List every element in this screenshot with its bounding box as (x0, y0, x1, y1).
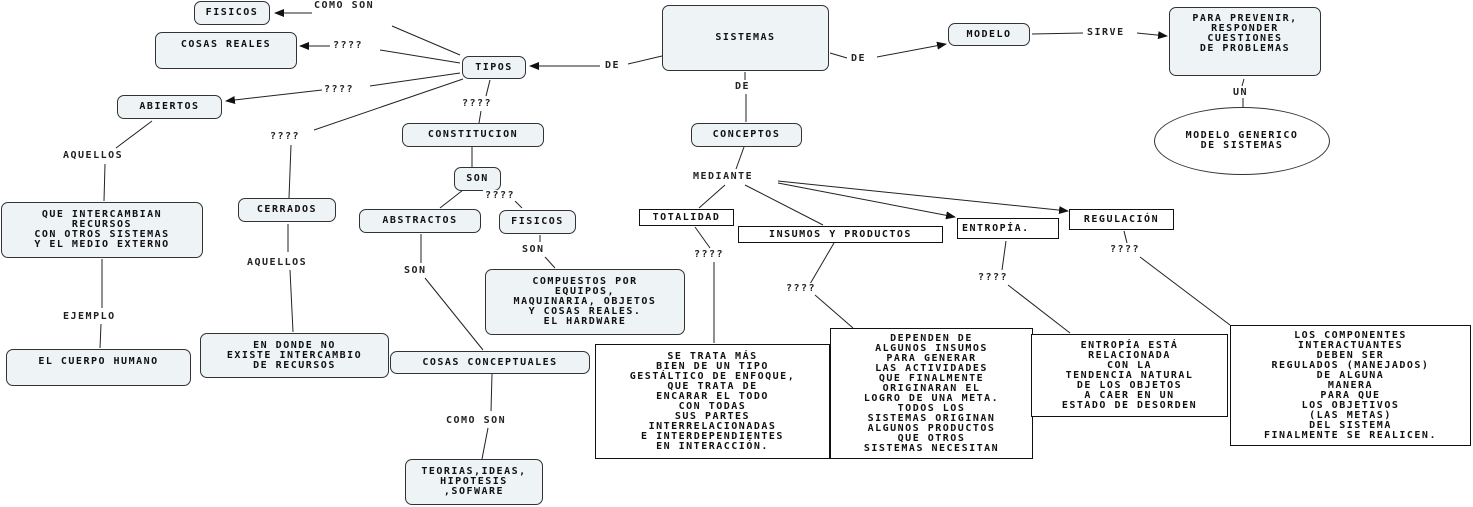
link-aquellos-desc2 (289, 269, 294, 333)
link-q2-abiertos (225, 89, 323, 104)
label-son-fisicos: SON (520, 244, 547, 255)
link-mediante-entropia (777, 182, 956, 220)
link-conceptos-mediante (735, 146, 745, 170)
label-un: UN (1231, 87, 1251, 98)
link-tipos-comoson (391, 25, 461, 56)
node-abiertos[interactable]: ABIERTOS (117, 95, 222, 119)
link-q-regdesc (1139, 256, 1231, 326)
label-como-son-fisicos: COMO SON (312, 0, 377, 11)
link-q3-cerrados (288, 144, 292, 199)
link-aquellos-desc (103, 163, 106, 202)
node-modelo[interactable]: MODELO (948, 23, 1030, 46)
node-regulacion-desc[interactable]: LOS COMPONENTES INTERACTUANTES DEBEN SER… (1230, 325, 1471, 446)
node-entropia-desc[interactable]: ENTROPÍA ESTÁ RELACIONADA CON LA TENDENC… (1031, 334, 1228, 417)
link-son-fisicosdesc (544, 256, 556, 269)
node-sistemas[interactable]: SISTEMAS (662, 5, 829, 71)
link-mediante-totalidad (698, 184, 726, 209)
link-insumos-q (809, 242, 835, 285)
node-insumos[interactable]: INSUMOS Y PRODUCTOS (738, 226, 943, 243)
link-totalidad-q (694, 226, 711, 249)
label-q-fisicos: ???? (483, 190, 518, 201)
label-de-modelo: DE (849, 53, 869, 64)
label-q-cerrados: ???? (268, 131, 303, 142)
node-cuerpo-humano[interactable]: EL CUERPO HUMANO (6, 349, 191, 386)
label-q-constitucion: ???? (460, 98, 495, 109)
link-ejemplo-cuerpo (99, 323, 102, 349)
link-modelo-sirve (1031, 32, 1084, 35)
link-son-abstractos (439, 189, 464, 209)
node-conceptos[interactable]: CONCEPTOS (691, 123, 802, 147)
label-de-conceptos: DE (733, 81, 753, 92)
node-cerrados-desc[interactable]: EN DONDE NO EXISTE INTERCAMBIO DE RECURS… (200, 333, 389, 378)
node-prevenir[interactable]: PARA PREVENIR, RESPONDER CUESTIONES DE P… (1169, 7, 1321, 76)
link-q-fisicos (514, 200, 523, 209)
node-totalidad[interactable]: TOTALIDAD (639, 209, 734, 226)
node-fisicos[interactable]: FISICOS (499, 210, 576, 234)
link-comoson-teorias (481, 427, 489, 460)
label-q-entropia: ???? (976, 272, 1011, 283)
link-tipos-q3 (313, 78, 464, 131)
link-mediante-insumos (744, 184, 824, 226)
link-tipos-q4 (485, 79, 491, 97)
node-tipos[interactable]: TIPOS (462, 56, 526, 79)
node-cosas-reales[interactable]: COSAS REALES (155, 32, 297, 69)
label-mediante: MEDIANTE (691, 171, 756, 182)
link-regulacion-q (1123, 230, 1128, 244)
label-aquellos-cerrados: AQUELLOS (245, 257, 310, 268)
label-sirve: SIRVE (1085, 27, 1127, 38)
label-q-cosas-reales: ???? (331, 40, 366, 51)
node-fisicos-top[interactable]: FISICOS (194, 1, 270, 25)
node-modelo-generico[interactable]: MODELO GENERICO DE SISTEMAS (1154, 107, 1330, 175)
link-tipos-q2 (369, 72, 461, 87)
link-q4-constitucion (478, 110, 482, 124)
link-sistemas-de3 (829, 52, 848, 59)
link-abiertos-aquellos (115, 120, 153, 149)
label-q-regulacion: ???? (1108, 244, 1143, 255)
label-son-abstractos: SON (402, 265, 429, 276)
link-sirve-prevenir (1136, 31, 1168, 40)
node-totalidad-desc[interactable]: SE TRATA MÁS BIEN DE UN TIPO GESTÁLTICO … (595, 344, 830, 459)
label-q-insumos: ???? (784, 283, 819, 294)
node-son[interactable]: SON (454, 167, 501, 191)
label-q-totalidad: ???? (692, 249, 727, 260)
link-q-entdesc (1007, 284, 1071, 334)
link-son-conceptuales (424, 277, 484, 351)
node-cerrados[interactable]: CERRADOS (238, 198, 336, 222)
link-entropia-q (1001, 240, 1007, 271)
node-teorias[interactable]: TEORIAS,IDEAS, HIPOTESIS ,SOFWARE (405, 459, 543, 505)
node-insumos-desc[interactable]: DEPENDEN DE ALGUNOS INSUMOS PARA GENERAR… (830, 328, 1033, 459)
node-entropia[interactable]: ENTROPÍA. (957, 218, 1059, 239)
label-como-son-conceptuales: COMO SON (444, 415, 509, 426)
link-de3-modelo (876, 41, 947, 58)
label-de-tipos: DE (603, 60, 623, 71)
node-abiertos-desc[interactable]: QUE INTERCAMBIAN RECURSOS CON OTROS SIST… (1, 202, 203, 258)
label-q-abiertos: ???? (322, 84, 357, 95)
link-q-insdesc (814, 294, 854, 329)
link-tipos-q (379, 49, 461, 64)
node-cosas-conceptuales[interactable]: COSAS CONCEPTUALES (390, 351, 590, 374)
node-fisicos-desc[interactable]: COMPUESTOS POR EQUIPOS, MAQUINARIA, OBJE… (485, 269, 685, 335)
node-regulacion[interactable]: REGULACIÓN (1069, 209, 1174, 230)
link-prevenir-un (1241, 78, 1245, 87)
label-ejemplo: EJEMPLO (61, 311, 118, 322)
node-constitucion[interactable]: CONSTITUCION (402, 123, 544, 147)
node-abstractos[interactable]: ABSTRACTOS (359, 209, 481, 233)
link-conceptuales-comoson (490, 373, 493, 412)
label-aquellos-abiertos: AQUELLOS (61, 150, 126, 161)
link-sistemas-de (627, 55, 663, 65)
link-mediante-regulacion (777, 180, 1069, 215)
